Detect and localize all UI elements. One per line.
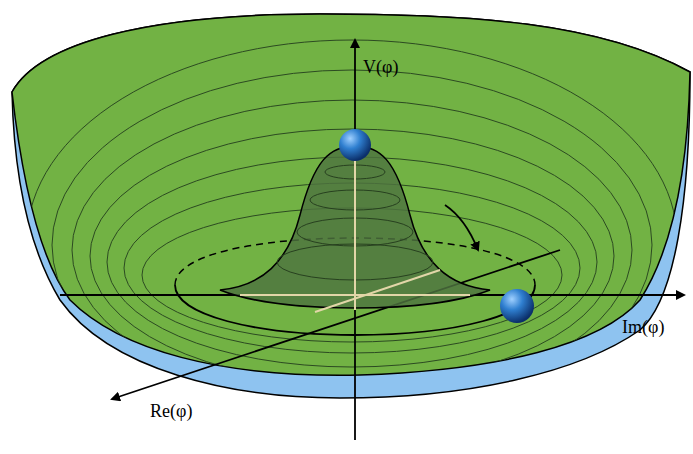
axis-label: Im(φ) (622, 318, 664, 338)
axis-label: Re(φ) (150, 402, 192, 422)
axis-label: V(φ) (363, 58, 398, 78)
